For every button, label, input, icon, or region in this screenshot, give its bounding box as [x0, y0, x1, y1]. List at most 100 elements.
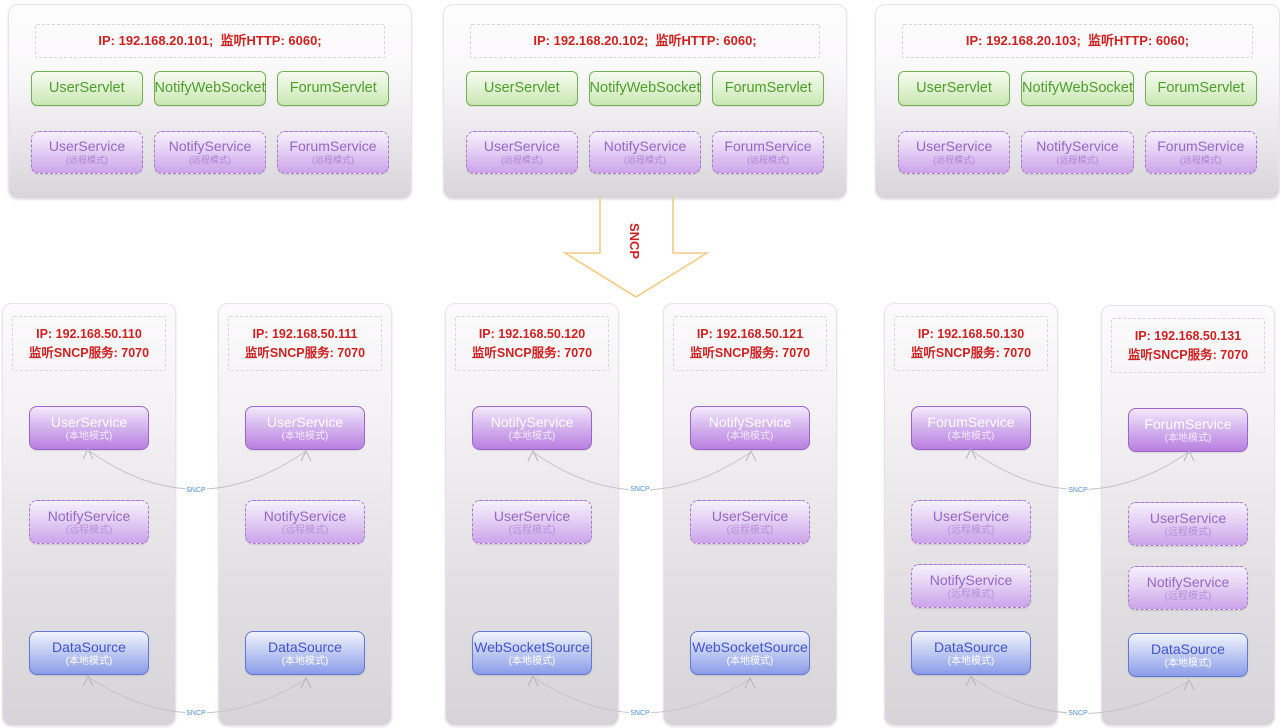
service-box: UserService (远程模式)	[466, 131, 578, 174]
service-name: ForumService	[724, 138, 812, 154]
servlet-box: NotifyWebSocket	[1021, 71, 1134, 106]
listen-line: 监听SNCP服务: 7070	[689, 345, 811, 360]
service-mode: (远程模式)	[947, 524, 995, 536]
service-mode: (本地模式)	[726, 430, 774, 442]
ip-header: IP: 192.168.50.121 监听SNCP服务: 7070	[673, 316, 827, 371]
service-box: UserService (远程模式)	[472, 500, 592, 544]
service-name: ForumService	[927, 413, 1015, 430]
ip-line: IP: 192.168.50.131	[1134, 329, 1242, 343]
service-mode: (本地模式)	[65, 430, 113, 442]
service-name: ForumService	[289, 138, 377, 154]
ip-header: IP: 192.168.50.111 监听SNCP服务: 7070	[228, 316, 382, 371]
ip-line: IP: 192.168.50.130	[917, 327, 1025, 341]
service-mode: (远程模式)	[947, 588, 995, 600]
service-name: ForumService	[1144, 415, 1232, 432]
sncp-server-box-110: IP: 192.168.50.110 监听SNCP服务: 7070 UserSe…	[2, 303, 176, 726]
service-mode: (远程模式)	[1179, 155, 1222, 165]
sncp-server-box-121: IP: 192.168.50.121 监听SNCP服务: 7070 Notify…	[663, 303, 837, 726]
sncp-server-box-120: IP: 192.168.50.120 监听SNCP服务: 7070 Notify…	[445, 303, 619, 726]
servlet-box: NotifyWebSocket	[153, 71, 267, 106]
service-name: UserService	[48, 138, 126, 154]
service-name: DataSource	[268, 638, 342, 655]
listen-line: 监听SNCP服务: 7070	[1127, 347, 1249, 362]
service-name: DataSource	[1151, 640, 1225, 657]
service-name: WebSocketSource	[474, 638, 590, 655]
servlet-row: UserServlet NotifyWebSocket ForumServlet	[898, 71, 1258, 106]
http-server-box-101: IP: 192.168.20.101; 监听HTTP: 6060; UserSe…	[8, 4, 412, 199]
service-name: NotifyService	[490, 413, 574, 430]
service-box: NotifyService (远程模式)	[154, 131, 266, 174]
service-mode: (本地模式)	[1164, 432, 1212, 444]
connector-label: SNCP	[186, 710, 206, 717]
servlet-box: UserServlet	[466, 71, 578, 106]
ip-header: IP: 192.168.50.130 监听SNCP服务: 7070	[894, 316, 1048, 371]
service-name: ForumService	[1157, 138, 1245, 154]
servlet-row: UserServlet NotifyWebSocket ForumServlet	[31, 71, 390, 106]
ip-header: IP: 192.168.50.110 监听SNCP服务: 7070	[12, 316, 166, 371]
service-row: UserService (远程模式) NotifyService (远程模式) …	[31, 131, 389, 174]
service-name: DataSource	[934, 638, 1008, 655]
sncp-server-box-130: IP: 192.168.50.130 监听SNCP服务: 7070 ForumS…	[884, 303, 1058, 726]
service-mode: (远程模式)	[281, 524, 329, 536]
ip-line: IP: 192.168.50.110	[36, 327, 142, 341]
service-mode: (本地模式)	[508, 655, 556, 667]
service-mode: (远程模式)	[933, 155, 976, 165]
ip-header: IP: 192.168.50.120 监听SNCP服务: 7070	[455, 316, 609, 371]
service-row: UserService (远程模式) NotifyService (远程模式) …	[466, 131, 824, 174]
service-box: UserService (远程模式)	[690, 500, 810, 544]
service-box: ForumService (远程模式)	[277, 131, 389, 174]
service-box: ForumService (远程模式)	[1144, 131, 1257, 174]
http-server-box-103: IP: 192.168.20.103; 监听HTTP: 6060; UserSe…	[875, 4, 1280, 199]
service-box: DataSource (本地模式)	[911, 631, 1031, 675]
servlet-box: ForumServlet	[1144, 71, 1258, 106]
service-mode: (本地模式)	[65, 655, 113, 667]
service-name: UserService	[493, 507, 571, 524]
service-name: UserService	[266, 413, 344, 430]
service-box: NotifyService (本地模式)	[472, 406, 592, 450]
service-box: NotifyService (远程模式)	[29, 500, 149, 544]
service-box: NotifyService (远程模式)	[1021, 131, 1134, 174]
service-mode: (本地模式)	[508, 430, 556, 442]
sncp-server-box-111: IP: 192.168.50.111 监听SNCP服务: 7070 UserSe…	[218, 303, 392, 726]
connector-label: SNCP	[1068, 710, 1088, 717]
ip-header: IP: 192.168.20.101; 监听HTTP: 6060;	[35, 24, 385, 58]
ip-line: IP: 192.168.50.120	[478, 327, 586, 341]
http-server-box-102: IP: 192.168.20.102; 监听HTTP: 6060; UserSe…	[443, 4, 847, 199]
service-box: NotifyService (本地模式)	[690, 406, 810, 450]
service-box: DataSource (本地模式)	[245, 631, 365, 675]
service-mode: (远程模式)	[501, 155, 543, 165]
service-row: UserService (远程模式) NotifyService (远程模式) …	[898, 131, 1257, 174]
service-box: UserService (本地模式)	[245, 406, 365, 450]
connector-label: SNCP	[630, 710, 650, 717]
sncp-arrow-label: SNCP	[627, 223, 642, 259]
ip-line: IP: 192.168.50.111	[252, 327, 358, 341]
service-mode: (本地模式)	[281, 430, 329, 442]
ip-line: IP: 192.168.50.121	[696, 327, 804, 341]
service-mode: (本地模式)	[947, 430, 995, 442]
service-box: UserService (本地模式)	[29, 406, 149, 450]
service-name: WebSocketSource	[692, 638, 808, 655]
service-mode: (本地模式)	[281, 655, 329, 667]
connector-label: SNCP	[186, 487, 206, 494]
servlet-box: UserServlet	[898, 71, 1011, 106]
service-mode: (远程模式)	[624, 155, 666, 165]
service-name: UserService	[711, 507, 789, 524]
service-name: NotifyService	[1146, 573, 1230, 590]
listen-line: 监听SNCP服务: 7070	[910, 345, 1032, 360]
service-name: DataSource	[52, 638, 126, 655]
service-name: NotifyService	[263, 507, 347, 524]
service-name: NotifyService	[168, 138, 252, 154]
service-box: ForumService (远程模式)	[712, 131, 824, 174]
service-box: DataSource (本地模式)	[1128, 633, 1248, 677]
connector-label: SNCP	[1068, 487, 1088, 494]
service-mode: (本地模式)	[947, 655, 995, 667]
listen-line: 监听SNCP服务: 7070	[28, 345, 150, 360]
ip-header: IP: 192.168.20.103; 监听HTTP: 6060;	[902, 24, 1253, 58]
service-mode: (本地模式)	[1164, 657, 1212, 669]
service-mode: (远程模式)	[66, 155, 108, 165]
service-box: WebSocketSource (本地模式)	[690, 631, 810, 675]
service-box: ForumService (本地模式)	[911, 406, 1031, 450]
servlet-box: ForumServlet	[277, 71, 390, 106]
sncp-server-box-131: IP: 192.168.50.131 监听SNCP服务: 7070 ForumS…	[1101, 305, 1275, 726]
